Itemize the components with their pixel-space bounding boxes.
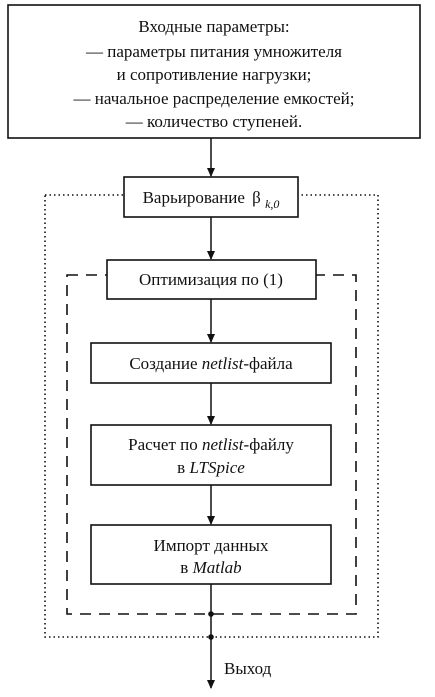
import-box: Импорт данных в Matlab — [90, 524, 332, 585]
calc-suffix: -файлу — [244, 435, 295, 454]
calculation-line-2: в LTSpice — [177, 458, 245, 477]
netlist-creation-box: Создание netlist-файла — [90, 342, 332, 384]
input-title: Входные параметры: — [138, 17, 289, 36]
calc-prefix: Расчет по — [128, 435, 202, 454]
variation-label: Варьирование β k,0 — [143, 188, 280, 211]
optimization-box: Оптимизация по (1) — [106, 259, 317, 300]
netlist-prefix: Создание — [129, 354, 201, 373]
calculation-line-1: Расчет по netlist-файлу — [128, 435, 294, 454]
beta-symbol: β — [252, 188, 261, 207]
input-line-2: и сопротивление нагрузки; — [117, 65, 312, 84]
variation-text: Варьирование — [143, 188, 245, 207]
import2-italic: Matlab — [192, 558, 242, 577]
inner-loop-junction-dot — [208, 611, 214, 617]
calc2-italic: LTSpice — [188, 458, 245, 477]
netlist-italic: netlist — [202, 354, 245, 373]
calc-italic: netlist — [202, 435, 245, 454]
input-parameters-box: Входные параметры: — параметры питания у… — [7, 4, 421, 139]
input-line-1: — параметры питания умножителя — [85, 42, 342, 61]
netlist-creation-label: Создание netlist-файла — [129, 354, 293, 373]
beta-subscript: k,0 — [265, 197, 279, 211]
optimization-label: Оптимизация по (1) — [139, 270, 283, 289]
import-line-1: Импорт данных — [154, 536, 269, 555]
import2-prefix: в — [180, 558, 192, 577]
output-label: Выход — [224, 659, 272, 678]
input-line-3: — начальное распределение емкостей; — [73, 89, 355, 108]
calculation-box: Расчет по netlist-файлу в LTSpice — [90, 424, 332, 486]
netlist-suffix: -файла — [243, 354, 293, 373]
variation-box: Варьирование β k,0 — [123, 176, 299, 218]
import-line-2: в Matlab — [180, 558, 241, 577]
input-line-4: — количество ступеней. — [125, 112, 303, 131]
outer-loop-junction-dot — [208, 634, 214, 640]
calc2-prefix: в — [177, 458, 189, 477]
inner-loop-dashed-frame — [66, 274, 357, 615]
